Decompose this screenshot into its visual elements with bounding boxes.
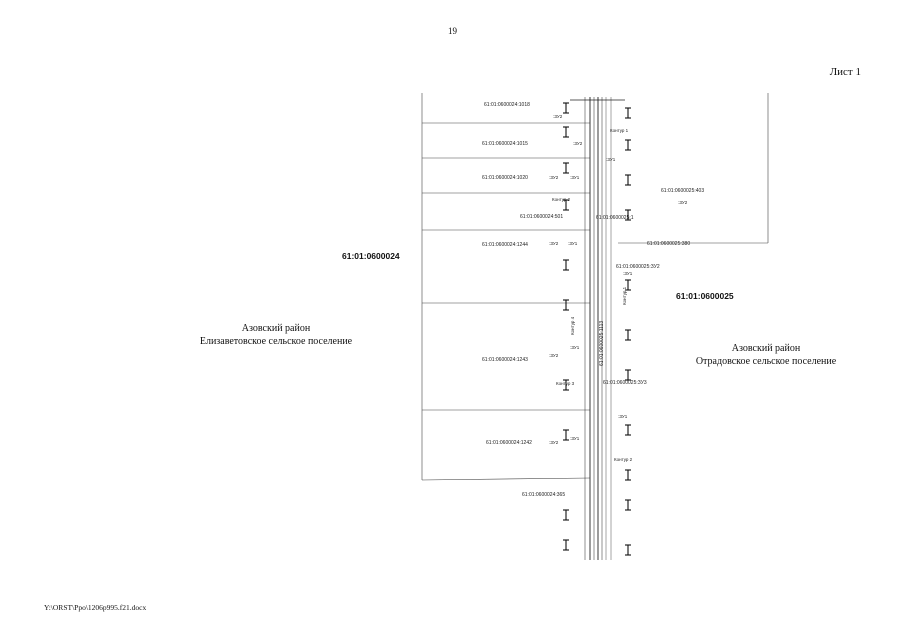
zu-label: :ЗУ1 <box>570 436 580 441</box>
zu-label: :ЗУ1 <box>618 414 628 419</box>
parcel-label: 61:01:0600025:ЗУ2 <box>616 264 660 270</box>
parcel-label: 61:01:0600024:365 <box>522 492 565 498</box>
district-settlement-right: Отрадовское сельское поселение <box>696 356 837 367</box>
contour-label: Контур 3 <box>556 381 575 386</box>
parcel-label: 61:01:0600024:1242 <box>486 440 532 446</box>
parcel-label: 61:01:0600025:ЗУ3 <box>603 380 647 386</box>
boundary-markers <box>563 102 631 556</box>
road-label: 61:01:0600025:1113 <box>599 321 605 366</box>
parcel-label: 61:01:0600024:1020 <box>482 175 528 181</box>
parcel-label: 61:01:0600024:1018 <box>484 102 530 108</box>
page-number: 19 <box>448 26 457 36</box>
zu-label: :ЗУ2 <box>549 353 559 358</box>
parcel-label: 61:01:0600024:1015 <box>482 141 528 147</box>
zu-label: :ЗУ1 <box>570 345 580 350</box>
parcel-label: 61:01:0600024:1243 <box>482 357 528 363</box>
zu-label: :ЗУ2 <box>573 141 583 146</box>
contour-label: Контур 1 <box>622 286 627 305</box>
zu-label: :ЗУ2 <box>549 175 559 180</box>
zu-label: :ЗУ1 <box>570 175 580 180</box>
left-parcel-boundaries <box>421 93 591 481</box>
contour-label: Контур 2 <box>614 457 633 462</box>
quarter-label-left: 61:01:0600024 <box>342 251 400 261</box>
district-name-right: Азовский район <box>732 343 801 354</box>
zu-label: :ЗУ1 <box>568 241 578 246</box>
district-name-left: Азовский район <box>242 323 311 334</box>
right-parcel-boundaries <box>618 93 769 244</box>
zu-label: :ЗУ1 <box>623 271 633 276</box>
road-corridor <box>570 97 625 560</box>
parcel-label: 61:01:0600025:380 <box>647 241 690 247</box>
contour-label: Контур 2 <box>552 197 571 202</box>
parcel-label: 61:01:0600024:1244 <box>482 242 528 248</box>
sheet-label: Лист 1 <box>829 66 861 78</box>
contour-label: Контур 4 <box>570 316 575 335</box>
quarter-label-right: 61:01:0600025 <box>676 291 734 301</box>
file-path: Y:\ORST\Ppo\1206p995.f21.docx <box>44 603 147 612</box>
contour-label: Контур 1 <box>610 128 629 133</box>
zu-label: :ЗУ2 <box>549 241 559 246</box>
zu-label: :ЗУ2 <box>553 114 563 119</box>
zu-label: :ЗУ2 <box>678 200 688 205</box>
zu-label: :ЗУ2 <box>549 440 559 445</box>
parcel-label: 61:01:0600025:403 <box>661 188 704 194</box>
zu-label: :ЗУ1 <box>606 157 616 162</box>
district-settlement-left: Елизаветовское сельское поселение <box>200 336 353 347</box>
parcel-label: 61:01:0600024:501 <box>520 214 563 220</box>
parcel-label: 61:01:0600025:1 <box>596 215 634 221</box>
